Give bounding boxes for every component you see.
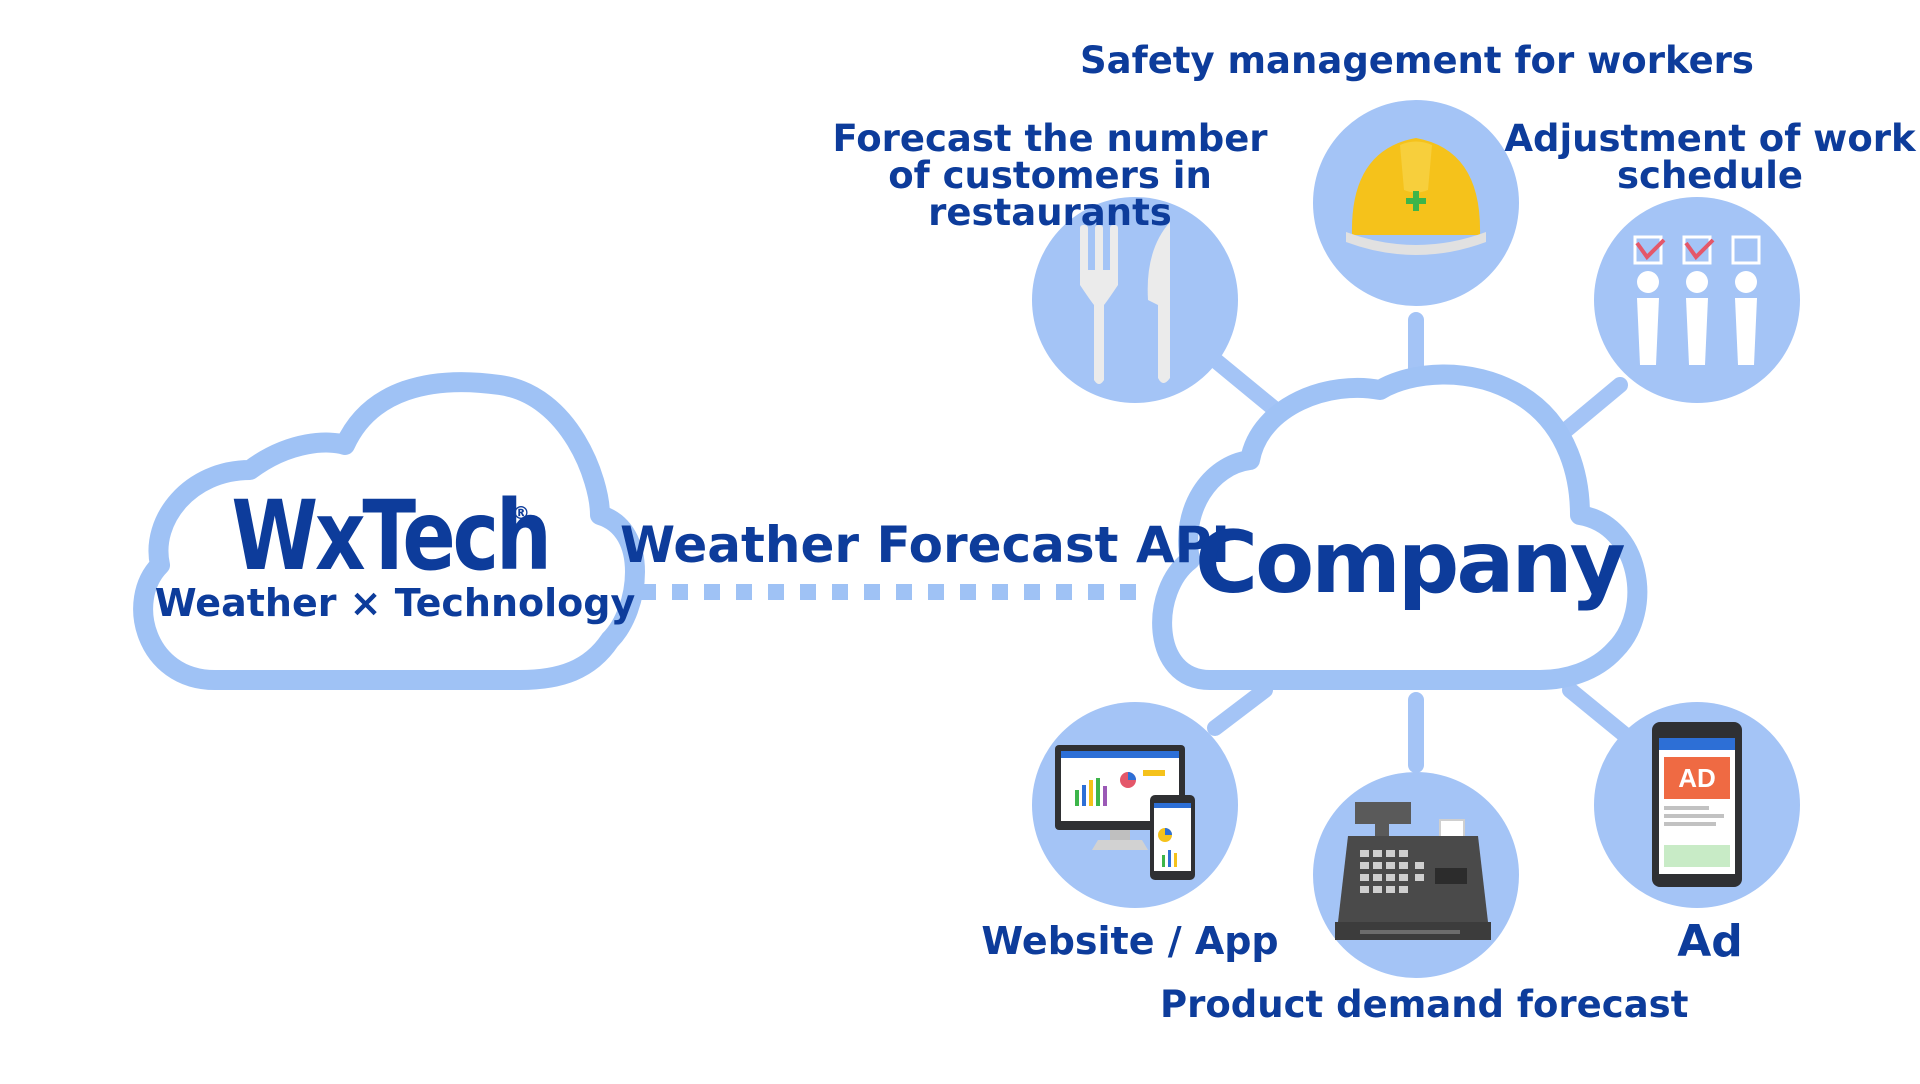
safety-circle [1313, 100, 1519, 306]
cash-register-icon [1335, 802, 1491, 940]
demand-label: Product demand forecast [1160, 983, 1689, 1026]
website-label: Website / App [981, 919, 1279, 963]
ad-label: Ad [1677, 916, 1743, 967]
ad-badge-text: AD [1678, 763, 1716, 793]
fork-knife-icon [1080, 222, 1170, 384]
demand-circle [1313, 772, 1519, 978]
restaurants-label: Forecast the number of customers in rest… [832, 117, 1268, 234]
company-label: Company [1195, 513, 1626, 613]
website-circle [1032, 702, 1238, 908]
schedule-circle [1594, 197, 1800, 403]
ad-circle: AD [1594, 702, 1800, 908]
monitor-phone-icon [1055, 745, 1195, 880]
brand-tagline: Weather × Technology [154, 581, 636, 625]
brand-name: WxTech [231, 480, 552, 592]
connector-website [1207, 682, 1273, 736]
connector-ad [1562, 682, 1633, 743]
wxtech-cloud [133, 372, 645, 690]
workers-checklist-icon [1633, 235, 1761, 365]
safety-label: Safety management for workers [1080, 39, 1754, 82]
registered-mark: ® [512, 503, 530, 524]
company-cloud [1152, 364, 1648, 690]
smartphone-ad-icon: AD [1652, 722, 1742, 887]
schedule-label: Adjustment of work schedule [1504, 117, 1916, 197]
hard-hat-icon [1346, 138, 1486, 255]
restaurants-circle [1032, 197, 1238, 403]
api-label: Weather Forecast API [620, 516, 1230, 574]
connector-schedule [1552, 377, 1628, 443]
